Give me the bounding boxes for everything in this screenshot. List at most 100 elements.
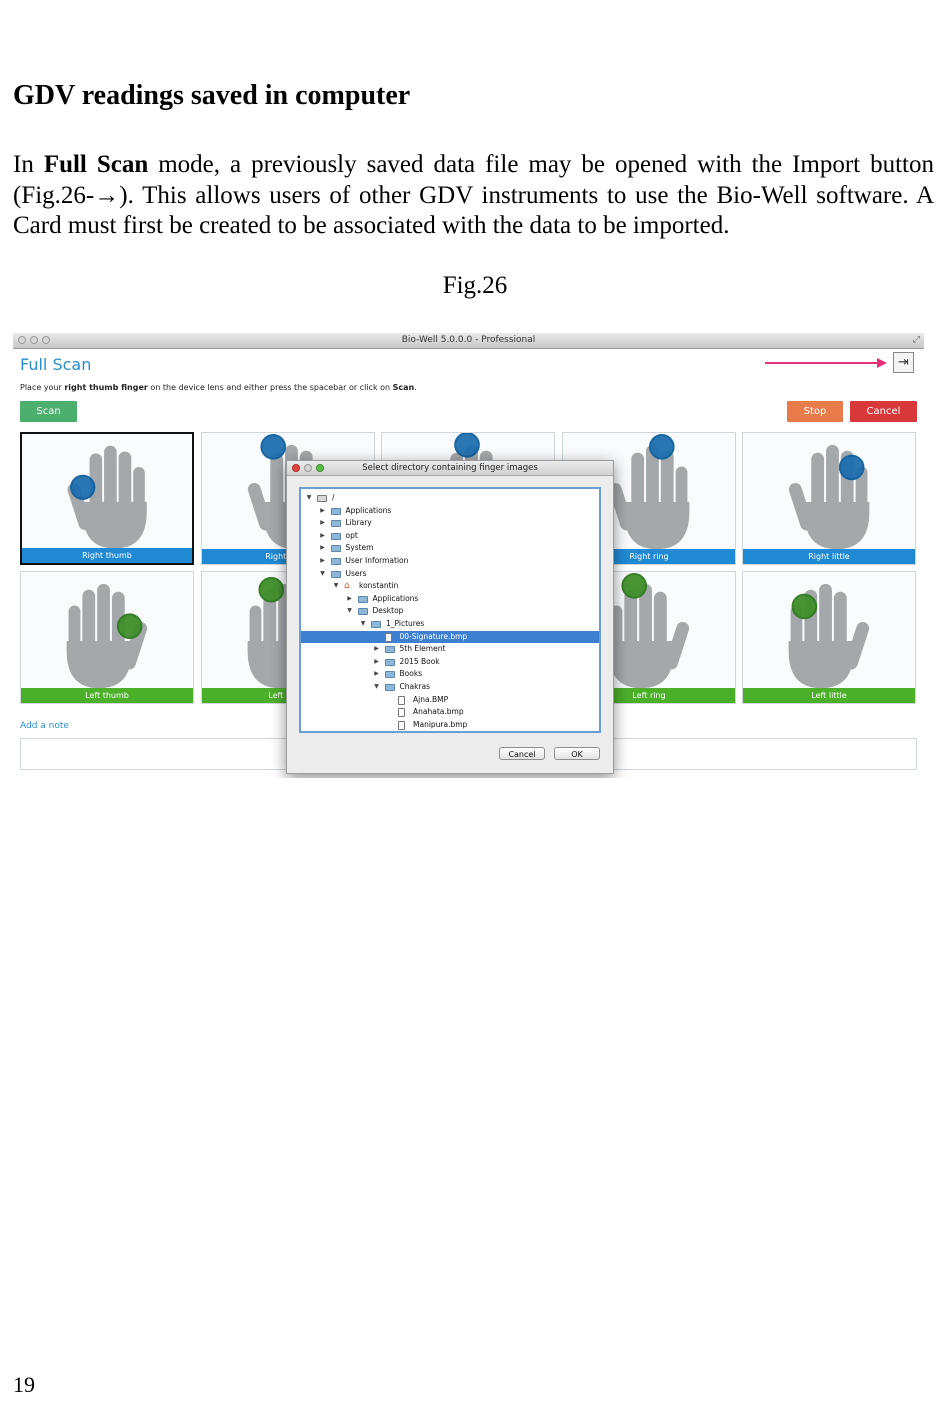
tree-item-label: Applications	[345, 505, 392, 515]
folder-icon	[384, 671, 395, 679]
tree-item[interactable]: ▶opt	[301, 530, 599, 543]
file-icon	[384, 632, 392, 642]
tree-item-label: /	[332, 493, 335, 502]
folder-icon	[330, 545, 341, 553]
dialog-zoom-icon[interactable]	[316, 464, 324, 472]
file-icon	[398, 708, 405, 718]
folder-icon	[384, 658, 395, 666]
home-folder-icon: ⌂	[344, 581, 350, 592]
dialog-minimize-icon[interactable]	[304, 464, 312, 472]
disclosure-open-icon[interactable]: ▼	[374, 683, 379, 690]
import-icon: ⇥	[898, 355, 909, 370]
tree-item[interactable]: ▶ Library	[301, 517, 599, 530]
page-title: Full Scan	[20, 355, 92, 374]
finger-label: Left thumb	[21, 688, 193, 703]
tree-item[interactable]: ▼Users	[301, 568, 599, 581]
tree-item[interactable]: ▶ Books	[301, 668, 599, 681]
tree-item[interactable]: ▼ Desktop	[301, 605, 599, 618]
cancel-button[interactable]: Cancel	[850, 401, 917, 422]
disclosure-open-icon[interactable]: ▼	[347, 607, 352, 615]
sensor-dot	[116, 613, 143, 639]
folder-icon	[330, 520, 341, 528]
dialog-close-icon[interactable]	[292, 464, 300, 472]
disclosure-closed-icon[interactable]: ▶	[320, 519, 325, 527]
disclosure-open-icon[interactable]: ▼	[360, 620, 366, 627]
tree-item[interactable]: ▶ 2015 Book	[301, 656, 599, 669]
file-icon	[398, 720, 405, 730]
stop-button[interactable]: Stop	[787, 401, 843, 422]
import-button[interactable]: ⇥	[893, 352, 914, 373]
sensor-dot	[649, 433, 675, 460]
add-note-link[interactable]: Add a note	[20, 721, 69, 731]
folder-icon	[384, 684, 395, 691]
disclosure-closed-icon[interactable]: ▶	[374, 670, 379, 678]
finger-card[interactable]: Right thumb	[20, 432, 194, 565]
directory-tree[interactable]: ▼/▶Applications▶Library▶opt▶System▶User …	[299, 487, 601, 733]
tree-item[interactable]: ▶Applications	[301, 593, 599, 606]
finger-card[interactable]: Right little	[742, 432, 916, 565]
tree-item[interactable]: Anahata.bmp	[301, 706, 599, 719]
dialog-title: Select directory containing finger image…	[362, 463, 538, 473]
tree-item-label: Desktop	[372, 606, 404, 616]
finger-card[interactable]: Left little	[742, 571, 916, 704]
finger-label: Left little	[743, 688, 915, 703]
sensor-dot	[454, 433, 480, 458]
folder-icon	[357, 595, 368, 603]
tree-item[interactable]: ▼ ⌂ konstantin	[301, 580, 599, 593]
tree-item[interactable]: ▶ User Information	[301, 555, 599, 568]
close-window-icon[interactable]	[18, 336, 26, 344]
tree-item-label: 00-Signature.bmp	[399, 631, 468, 641]
finger-card[interactable]: Left thumb	[20, 571, 194, 704]
disclosure-open-icon[interactable]: ▼	[306, 494, 312, 501]
tree-item[interactable]: ▶5th Element	[301, 643, 599, 656]
disclosure-open-icon[interactable]: ▼	[320, 569, 325, 577]
folder-icon	[330, 570, 341, 578]
tree-item[interactable]: Ajna.BMP	[301, 694, 599, 707]
tree-item-label: Library	[345, 518, 372, 528]
app-screenshot: Bio-Well 5.0.0.0 - Professional ⤢ Full S…	[13, 333, 924, 778]
disclosure-closed-icon[interactable]: ▶	[347, 594, 352, 602]
sensor-dot	[258, 576, 285, 603]
tree-item-label: Books	[399, 669, 423, 679]
tree-item[interactable]: ▶ Applications	[301, 505, 599, 518]
tree-item-label: konstantin	[359, 581, 399, 591]
tree-item[interactable]: ▼ Chakras	[301, 681, 599, 694]
sensor-dot	[70, 474, 96, 500]
tree-item-label: Manipura.bmp	[413, 719, 468, 729]
tree-item-label: User Information	[345, 556, 409, 565]
folder-icon	[330, 507, 341, 515]
section-heading: GDV readings saved in computer	[13, 80, 411, 111]
tree-item[interactable]: 00-Signature.bmp	[301, 630, 599, 644]
fullscreen-icon[interactable]: ⤢	[912, 335, 920, 345]
tree-item-label: Anahata.bmp	[413, 707, 464, 717]
tree-item[interactable]: ▶ System	[301, 542, 599, 555]
window-title: Bio-Well 5.0.0.0 - Professional	[401, 335, 536, 345]
minimize-window-icon[interactable]	[30, 336, 38, 344]
dialog-titlebar: Select directory containing finger image…	[287, 461, 613, 476]
disclosure-closed-icon[interactable]: ▶	[374, 657, 379, 665]
hand-icon	[788, 583, 870, 689]
tree-item-label: System	[345, 543, 374, 553]
scan-button[interactable]: Scan	[20, 401, 77, 422]
tree-item[interactable]: Manipura.bmp	[301, 719, 599, 731]
disclosure-closed-icon[interactable]: ▶	[320, 557, 325, 564]
tree-item[interactable]: ▼/	[301, 492, 599, 505]
disclosure-closed-icon[interactable]: ▶	[374, 645, 379, 653]
disclosure-open-icon[interactable]: ▼	[333, 582, 339, 590]
disclosure-closed-icon[interactable]: ▶	[320, 531, 325, 539]
body-paragraph: In Full Scan mode, a previously saved da…	[13, 151, 934, 239]
dialog-cancel-button[interactable]: Cancel	[499, 747, 545, 760]
disclosure-closed-icon[interactable]: ▶	[320, 506, 325, 514]
disclosure-closed-icon[interactable]: ▶	[320, 544, 325, 552]
tree-item-label: Chakras	[399, 682, 431, 691]
dialog-ok-button[interactable]: OK	[554, 747, 600, 760]
window-titlebar: Bio-Well 5.0.0.0 - Professional ⤢	[13, 333, 924, 349]
folder-icon	[357, 608, 368, 616]
folder-icon	[371, 621, 381, 628]
scan-instruction: Place your right thumb finger on the dev…	[20, 383, 417, 392]
tree-item[interactable]: ▼1_Pictures	[301, 618, 599, 631]
tree-item-label: 2015 Book	[399, 656, 440, 666]
sensor-dot	[621, 572, 648, 599]
zoom-window-icon[interactable]	[42, 336, 50, 344]
finger-label: Right little	[743, 549, 915, 564]
